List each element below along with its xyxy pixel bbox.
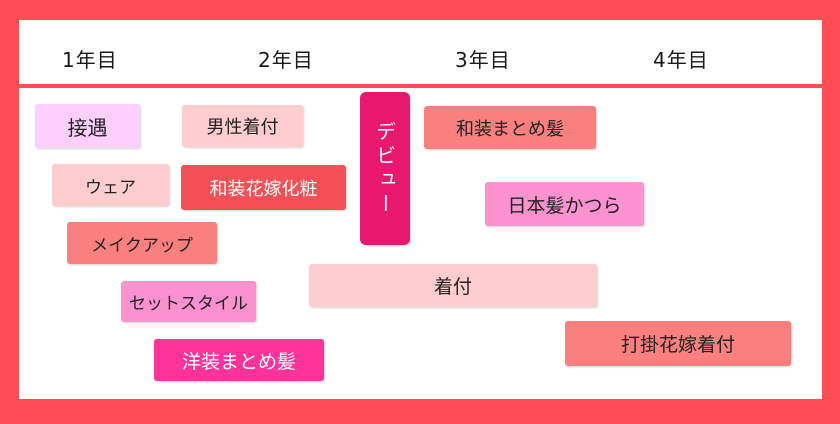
block-wasou-hanayome-kesho: 和装花嫁化粧 — [181, 165, 346, 210]
block-uchikake-hanayome-kitsuke: 打掛花嫁着付 — [565, 321, 791, 366]
block-nihongami-katsura: 日本髪かつら — [485, 182, 644, 226]
debut-label: デビュー — [372, 120, 397, 217]
block-makeup: メイクアップ — [67, 222, 217, 264]
block-wasou-matomegami: 和装まとめ髪 — [424, 106, 596, 149]
year-3-label: 3年目 — [455, 48, 511, 72]
block-set-style: セットスタイル — [121, 281, 256, 322]
year-2-label: 2年目 — [258, 48, 314, 72]
block-debut: デビュー — [360, 92, 410, 245]
block-kitsuke: 着付 — [309, 264, 597, 307]
block-setsugu: 接遇 — [35, 104, 140, 148]
year-4-label: 4年目 — [653, 48, 709, 72]
block-yousou-matomegami: 洋装まとめ髪 — [154, 339, 324, 381]
block-dansei-kitsuke: 男性着付 — [182, 105, 303, 147]
year-1-label: 1年目 — [62, 48, 118, 72]
header-divider — [19, 84, 822, 88]
block-wear: ウェア — [52, 164, 169, 206]
